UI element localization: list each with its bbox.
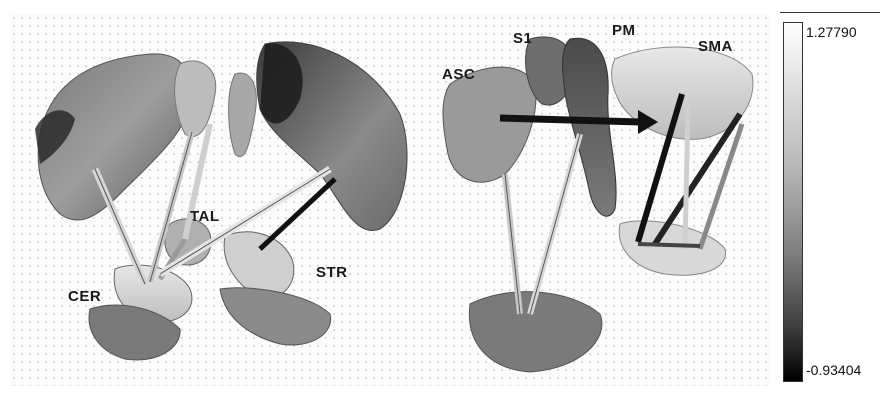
connection-cer-s1-edge (530, 134, 580, 314)
colorbar-max-label: 1.27790 (806, 24, 857, 40)
colorbar-legend: 1.27790 -0.93404 (780, 14, 880, 386)
center-medial-surface (229, 73, 257, 157)
colorbar-min-label: -0.93404 (806, 362, 861, 378)
label-asc: ASC (442, 66, 475, 83)
label-sma: SMA (698, 38, 733, 55)
label-s1: S1 (513, 30, 532, 47)
asc-surface (443, 67, 536, 182)
pm-surface (563, 38, 617, 216)
striatum-lower-surface (220, 288, 331, 345)
sma-lower-surface (619, 221, 725, 275)
left-network (35, 42, 407, 360)
right-network (443, 37, 753, 372)
label-tal: TAL (190, 208, 220, 225)
connection-asc-sma (500, 118, 640, 122)
brain-network-render (10, 14, 770, 386)
label-str: STR (316, 264, 348, 281)
label-cer: CER (68, 288, 101, 305)
colorbar-top-rule (780, 12, 880, 13)
label-pm: PM (612, 22, 636, 39)
connection-sma-cross (638, 244, 700, 246)
brain-render-viewport: CER TAL STR ASC S1 PM SMA (10, 14, 770, 386)
connection-sma-lower-3 (685, 104, 688, 249)
colorbar-gradient (783, 22, 803, 382)
